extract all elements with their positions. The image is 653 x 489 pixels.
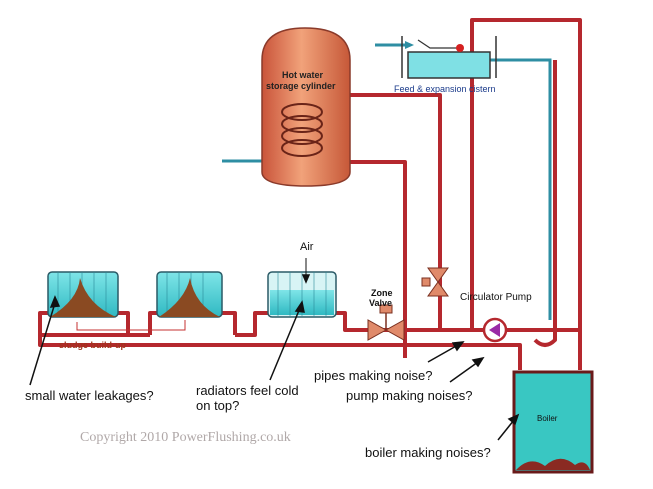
question-cold-top-line1: radiators feel cold: [196, 383, 299, 398]
copyright-notice: Copyright 2010 PowerFlushing.co.uk: [80, 430, 291, 445]
cylinder-label-line2: storage cylinder: [266, 81, 336, 91]
heating-coil: [281, 103, 323, 157]
callout-arrows: [29, 258, 520, 441]
cylinder-label-line1: Hot water: [282, 70, 324, 80]
question-pump-noise: pump making noises?: [346, 388, 473, 403]
radiator-2: [156, 271, 223, 318]
zone-valve-label-line1: Zone: [371, 288, 393, 298]
sludge-mound: [50, 278, 116, 317]
inlet-arrow-icon: [405, 41, 414, 49]
boiler: [512, 370, 594, 474]
boiler-label: Boiler: [537, 414, 558, 423]
question-pipes-noise: pipes making noise?: [314, 368, 433, 383]
zone-valve: [367, 304, 405, 341]
question-boiler-noise: boiler making noises?: [365, 445, 491, 460]
air-label: Air: [300, 241, 314, 253]
cistern-label: Feed & expansion cistern: [394, 84, 496, 94]
ball-float-icon: [456, 44, 464, 52]
sludge-pointers: [76, 320, 186, 331]
vertical-valve: [421, 267, 449, 297]
sludge-label: sludge build-up: [59, 340, 126, 350]
pump-arrow-icon: [489, 323, 500, 337]
sludge-mound: [159, 278, 220, 317]
radiator-1: [47, 271, 119, 318]
pump-label: Circulator Pump: [460, 292, 532, 303]
question-cold-top-line2: on top?: [196, 398, 240, 413]
question-leakages: small water leakages?: [25, 388, 154, 403]
hot-water-cylinder: [261, 27, 351, 187]
circulator-pump: [482, 317, 508, 343]
zone-valve-label-line2: Valve: [369, 298, 393, 308]
feed-expansion-cistern: [401, 36, 497, 79]
cold-feed-pipes: [222, 43, 552, 320]
